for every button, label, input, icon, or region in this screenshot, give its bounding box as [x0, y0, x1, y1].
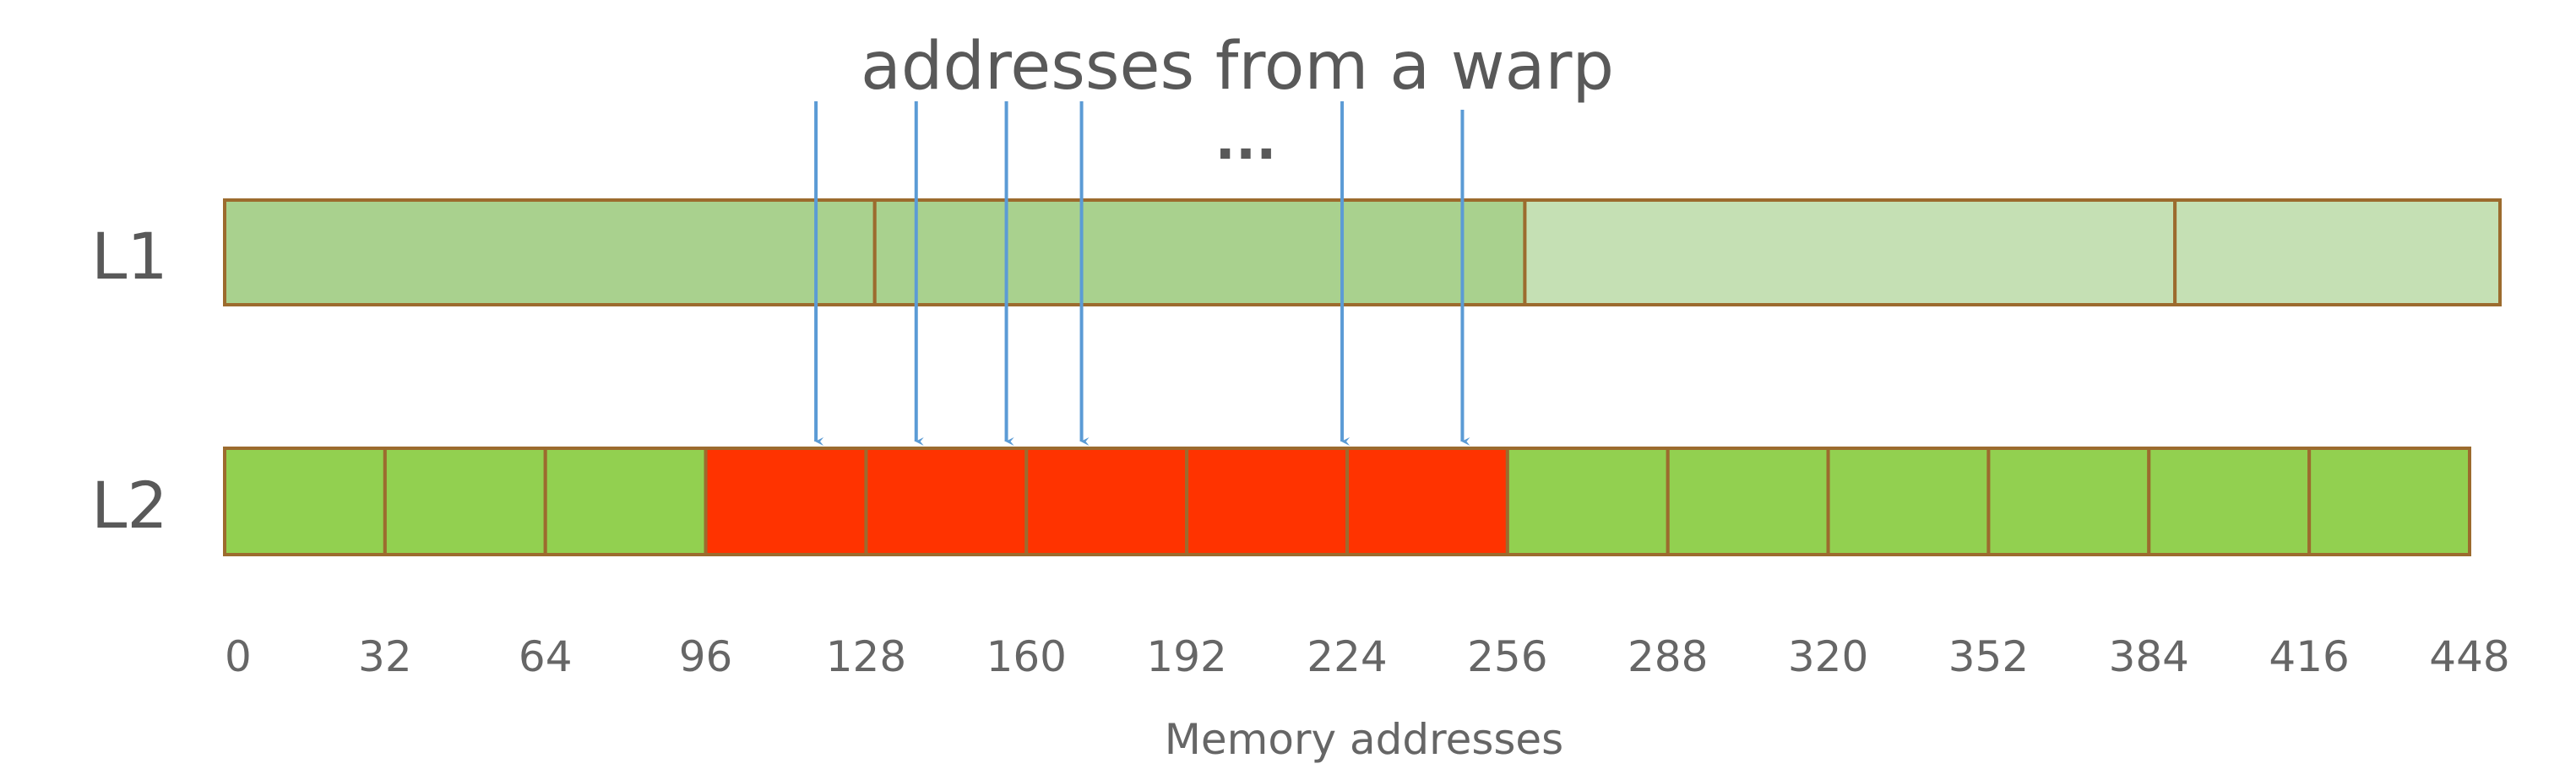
ellipsis-mark: ...: [1215, 110, 1277, 172]
l2-cache-sector-0: [223, 447, 387, 556]
tick-label-12: 384: [2109, 632, 2189, 681]
tick-label-3: 96: [679, 632, 733, 681]
l1-cache-bar: [223, 198, 2502, 306]
l2-cache-sector-7: [1345, 447, 1509, 556]
tick-label-4: 128: [826, 632, 906, 681]
tick-label-9: 288: [1628, 632, 1708, 681]
l2-cache-sector-2: [543, 447, 708, 556]
l1-cache-line-0: [223, 198, 877, 306]
l2-cache-sector-1: [383, 447, 547, 556]
axis-title: Memory addresses: [1165, 715, 1564, 764]
tick-label-14: 448: [2429, 632, 2509, 681]
row-label-l2: L2: [91, 468, 168, 543]
row-label-l1: L1: [91, 219, 168, 294]
l2-cache-sector-13: [2307, 447, 2471, 556]
tick-label-1: 32: [358, 632, 412, 681]
tick-label-6: 192: [1146, 632, 1226, 681]
tick-label-7: 224: [1307, 632, 1387, 681]
diagram-title: addresses from a warp: [861, 29, 1614, 105]
l2-cache-sector-9: [1666, 447, 1830, 556]
l1-cache-line-2: [1523, 198, 2177, 306]
tick-label-13: 416: [2269, 632, 2349, 681]
tick-label-2: 64: [519, 632, 573, 681]
l2-cache-sector-8: [1505, 447, 1670, 556]
l1-cache-line-3: [2173, 198, 2502, 306]
tick-label-11: 352: [1948, 632, 2029, 681]
l2-cache-sector-10: [1826, 447, 1991, 556]
address-tick-labels: 0 32 64 96 128 160 192 224 256 288 320 352 384 416 448: [225, 632, 2510, 681]
l2-cache-sector-4: [864, 447, 1029, 556]
l2-cache-sector-3: [704, 447, 868, 556]
tick-label-0: 0: [225, 632, 252, 681]
tick-label-5: 160: [986, 632, 1067, 681]
l2-cache-sector-12: [2147, 447, 2312, 556]
warp-address-arrows: [814, 101, 1470, 446]
l2-cache-bar: [223, 447, 2471, 556]
tick-label-8: 256: [1467, 632, 1547, 681]
l2-cache-sector-5: [1024, 447, 1189, 556]
l2-cache-sector-6: [1185, 447, 1349, 556]
l2-cache-sector-11: [1986, 447, 2151, 556]
l1-cache-line-1: [872, 198, 1527, 306]
tick-label-10: 320: [1788, 632, 1868, 681]
